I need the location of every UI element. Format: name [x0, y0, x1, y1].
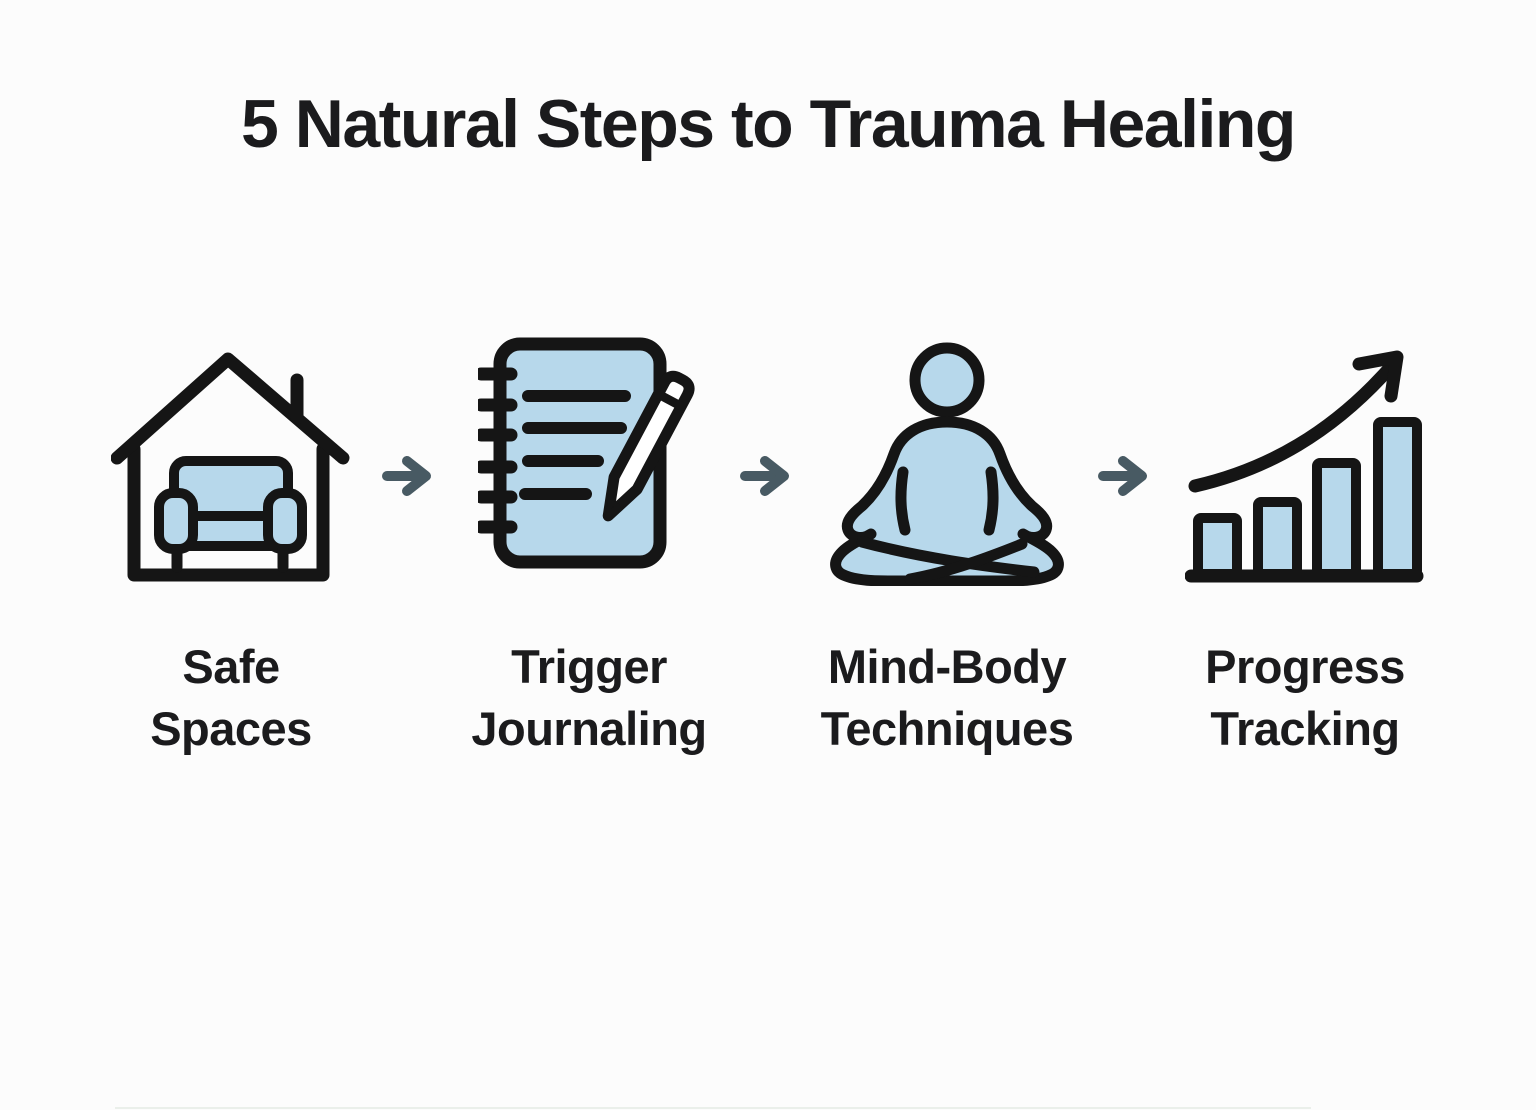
step-mind-body-techniques: Mind-Body Techniques — [797, 334, 1097, 760]
infographic: 5 Natural Steps to Trauma Healing Safe S… — [0, 86, 1536, 1109]
notebook-pencil-icon — [478, 337, 695, 569]
step-progress-tracking: Progress Tracking — [1155, 334, 1455, 760]
steps-row: Safe Spaces — [0, 334, 1536, 760]
step-label: Progress Tracking — [1205, 640, 1405, 756]
right-arrow-icon — [739, 452, 797, 505]
house-with-couch-icon — [111, 352, 350, 582]
growth-bar-chart-icon — [1184, 350, 1423, 583]
page-title: 5 Natural Steps to Trauma Healing — [241, 86, 1296, 162]
step-trigger-journaling: Trigger Journaling — [439, 334, 739, 760]
step-label: Mind-Body Techniques — [820, 640, 1074, 756]
step-label: Trigger Journaling — [471, 640, 707, 756]
meditating-person-icon — [830, 342, 1064, 587]
step-label: Safe Spaces — [150, 640, 312, 756]
footer-divider — [115, 1107, 1311, 1109]
step-safe-spaces: Safe Spaces — [81, 334, 381, 760]
right-arrow-icon — [1097, 452, 1155, 505]
right-arrow-icon — [381, 452, 439, 505]
